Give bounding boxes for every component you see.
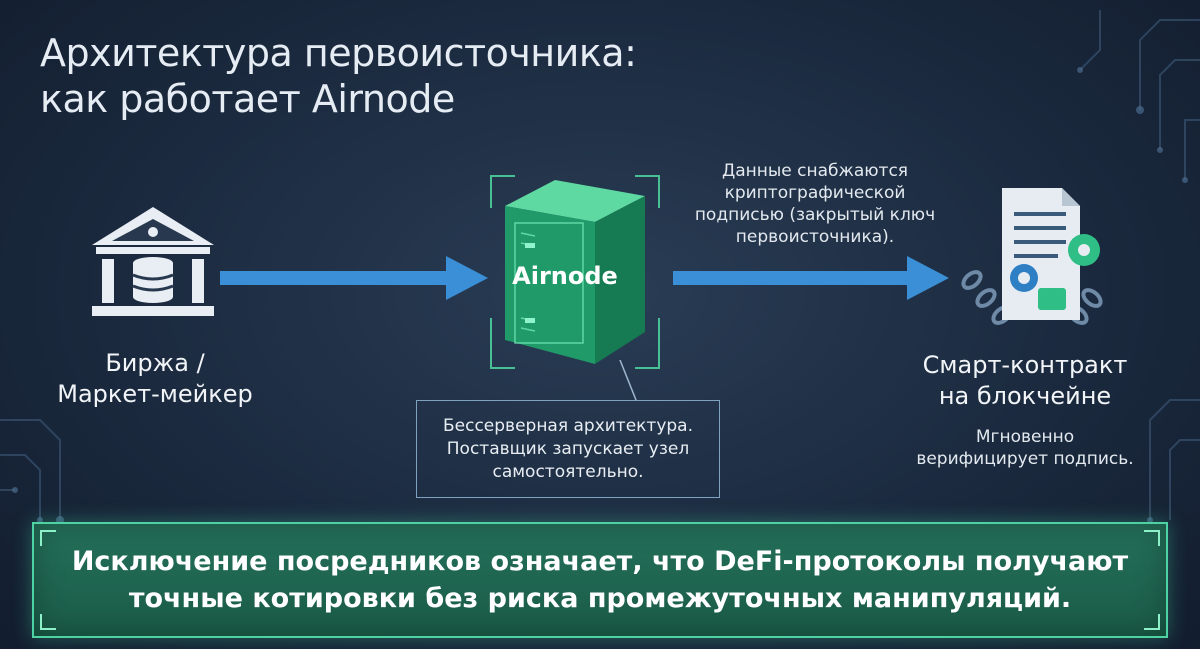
page-title: Архитектура первоисточника: как работает… bbox=[40, 30, 637, 122]
bank-database-icon bbox=[92, 207, 214, 316]
contract-description: Мгновенно верифицирует подпись. bbox=[916, 427, 1134, 469]
server-icon bbox=[490, 175, 660, 369]
smart-contract-chain-icon bbox=[961, 188, 1103, 325]
serverless-note-box: Бессерверная архитектура. Поставщик запу… bbox=[416, 400, 720, 498]
banner-corner bbox=[1144, 530, 1160, 546]
airnode-label: Airnode bbox=[512, 262, 618, 290]
title-line-1: Архитектура первоисточника: bbox=[40, 31, 637, 75]
exchange-label: Биржа / Маркет-мейкер bbox=[57, 349, 253, 408]
note-pointer-line bbox=[619, 360, 637, 401]
title-line-2: как работает Airnode bbox=[40, 77, 455, 121]
contract-label: Смарт-контракт на блокчейне bbox=[922, 351, 1128, 410]
banner-corner bbox=[40, 614, 56, 630]
arrow-airnode-to-contract bbox=[673, 256, 949, 300]
signature-note: Данные снабжаются криптографической подп… bbox=[694, 161, 936, 247]
banner-corner bbox=[1144, 614, 1160, 630]
banner-line-1: Исключение посредников означает, что DeF… bbox=[71, 546, 1129, 577]
banner-line-2: точные котировки без риска промежуточных… bbox=[128, 583, 1072, 614]
arrow-exchange-to-airnode bbox=[220, 256, 488, 300]
banner-corner bbox=[40, 530, 56, 546]
conclusion-banner: Исключение посредников означает, что DeF… bbox=[32, 522, 1168, 638]
